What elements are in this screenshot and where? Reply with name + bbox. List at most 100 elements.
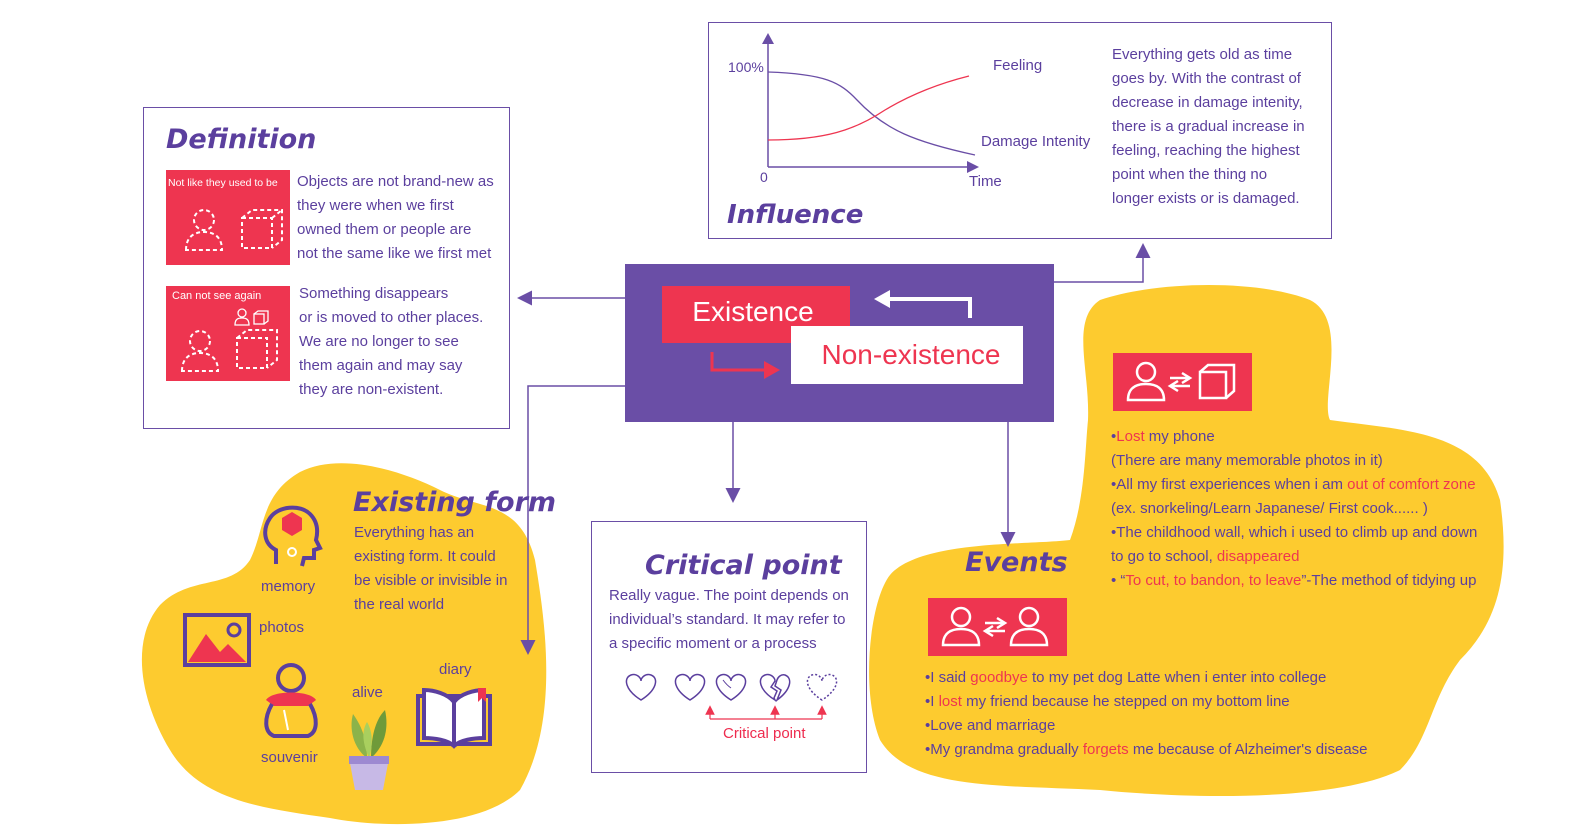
existing-form-text: Everything has an existing form. It coul… (354, 521, 507, 617)
definition-line: We are no longer to see (299, 333, 459, 350)
event-text: to go to school, (1111, 548, 1217, 565)
brain-icon (263, 505, 323, 567)
event-text: (ex. snorkeling/Learn Japanese/ First co… (1111, 500, 1428, 517)
memory-label: memory (261, 578, 316, 595)
definition-tile-2-label: Can not see again (172, 290, 262, 302)
hearts-row (625, 673, 838, 720)
event-text: ”-The method of tidying up (1301, 572, 1477, 589)
existing-form-line: Everything has an (354, 524, 475, 541)
critical-point-line: Really vague. The point depends on (609, 587, 849, 604)
influence-line: feeling, reaching the highest (1112, 142, 1300, 159)
definition-text-1: Objects are not brand-new as they were w… (297, 170, 494, 266)
person-icon (180, 330, 220, 372)
cube-icon (236, 329, 278, 369)
non-existence-label: Non-existence (821, 339, 1001, 370)
cube-icon (241, 209, 283, 249)
event-line: • “To cut, to bandon, to leave”-The meth… (1111, 569, 1477, 593)
definition-line: or is moved to other places. (299, 309, 484, 326)
event-text: •The childhood wall, which i used to cli… (1111, 524, 1478, 541)
event-text: •I (925, 693, 939, 710)
heart-icon (625, 673, 657, 701)
influence-origin: 0 (760, 169, 768, 185)
definition-text-2: Something disappears or is moved to othe… (299, 282, 483, 402)
events-group-1: •Lost my phone (There are many memorable … (1111, 425, 1477, 593)
event-highlight: Lost (1116, 428, 1145, 445)
picture-icon (183, 613, 251, 667)
critical-point-line: individual’s standard. It may refer to (609, 611, 846, 628)
event-highlight: forgets (1082, 741, 1129, 758)
definition-line: not the same like we first met (297, 245, 492, 262)
event-line: •All my first experiences when i am out … (1111, 473, 1477, 497)
event-text: my friend because he stepped on my botto… (961, 693, 1290, 710)
doll-icon (264, 663, 318, 738)
photos-label: photos (259, 619, 305, 636)
small-person-cube-icon (234, 308, 269, 326)
event-highlight: out of comfort zone (1347, 476, 1476, 493)
critical-point-line: a specific moment or a process (609, 635, 817, 652)
event-line: •My grandma gradually forgets me because… (925, 738, 1368, 762)
plant-icon (349, 710, 389, 790)
event-line: •I lost my friend because he stepped on … (925, 690, 1368, 714)
feeling-line (767, 75, 970, 141)
influence-box (708, 22, 1332, 239)
definition-tile-2 (166, 286, 290, 381)
influence-line: goes by. With the contrast of (1112, 70, 1301, 87)
heart-icon (715, 673, 747, 701)
definition-line: Something disappears (299, 285, 449, 302)
existing-form-title: Existing form (353, 487, 557, 518)
broken-heart-icon (759, 673, 791, 703)
person-to-object-icon (1126, 361, 1236, 402)
influence-line: longer exists or is damaged. (1112, 190, 1300, 207)
event-line: (There are many memorable photos in it) (1111, 449, 1477, 473)
influence-y-tick: 100% (728, 59, 764, 75)
event-text: • “ (1111, 572, 1126, 589)
critical-point-title: Critical point (645, 550, 842, 581)
existing-form-line: existing form. It could (354, 548, 496, 565)
events-group-2: •I said goodbye to my pet dog Latte when… (925, 666, 1368, 762)
definition-line: they were when we first (297, 197, 454, 214)
book-icon (416, 687, 492, 749)
influence-title: Influence (727, 200, 864, 230)
influence-feeling-label: Feeling (993, 57, 1043, 74)
heart-icon (674, 673, 706, 701)
person-to-person-icon (941, 606, 1049, 647)
definition-line: owned them or people are (297, 221, 472, 238)
influence-line: there is a gradual increase in (1112, 118, 1305, 135)
definition-tile-1-label: Not like they used to be (168, 177, 278, 189)
critical-point-text: Really vague. The point depends on indiv… (609, 584, 849, 656)
existing-form-line: be visible or invisible in (354, 572, 508, 589)
existence-label: Existence (692, 296, 814, 327)
influence-line: decrease in damage intenity, (1112, 94, 1303, 111)
alive-label: alive (352, 684, 383, 701)
event-text: •All my first experiences when i am (1111, 476, 1348, 493)
souvenir-label: souvenir (261, 749, 318, 766)
diary-label: diary (439, 661, 472, 678)
event-highlight: To cut, to bandon, to leave (1125, 572, 1302, 589)
event-text: my phone (1144, 428, 1215, 445)
influence-line: Everything gets old as time (1112, 46, 1293, 63)
critical-point-box (591, 521, 867, 773)
event-line: •I said goodbye to my pet dog Latte when… (925, 666, 1368, 690)
event-highlight: lost (938, 693, 962, 710)
events-title: Events (965, 547, 1068, 578)
influence-line: point when the thing no (1112, 166, 1268, 183)
event-line: to go to school, disappeared (1111, 545, 1477, 569)
influence-x-label: Time (969, 173, 1002, 190)
event-text: to my pet dog Latte when i enter into co… (1027, 669, 1327, 686)
event-highlight: goodbye (970, 669, 1028, 686)
influence-text: Everything gets old as time goes by. Wit… (1112, 43, 1305, 211)
event-highlight: disappeared (1216, 548, 1300, 565)
definition-line: Objects are not brand-new as (297, 173, 494, 190)
event-line: (ex. snorkeling/Learn Japanese/ First co… (1111, 497, 1477, 521)
definition-title: Definition (166, 124, 317, 155)
dotted-heart-icon (806, 673, 838, 701)
damage-intensity-line (767, 71, 976, 156)
influence-damage-label: Damage Intenity (981, 133, 1091, 150)
event-text: (There are many memorable photos in it) (1111, 452, 1383, 469)
event-line: •Lost my phone (1111, 425, 1477, 449)
event-text: me because of Alzheimer's disease (1128, 741, 1368, 758)
existing-form-line: the real world (354, 596, 445, 613)
definition-line: them again and may say (299, 357, 463, 374)
